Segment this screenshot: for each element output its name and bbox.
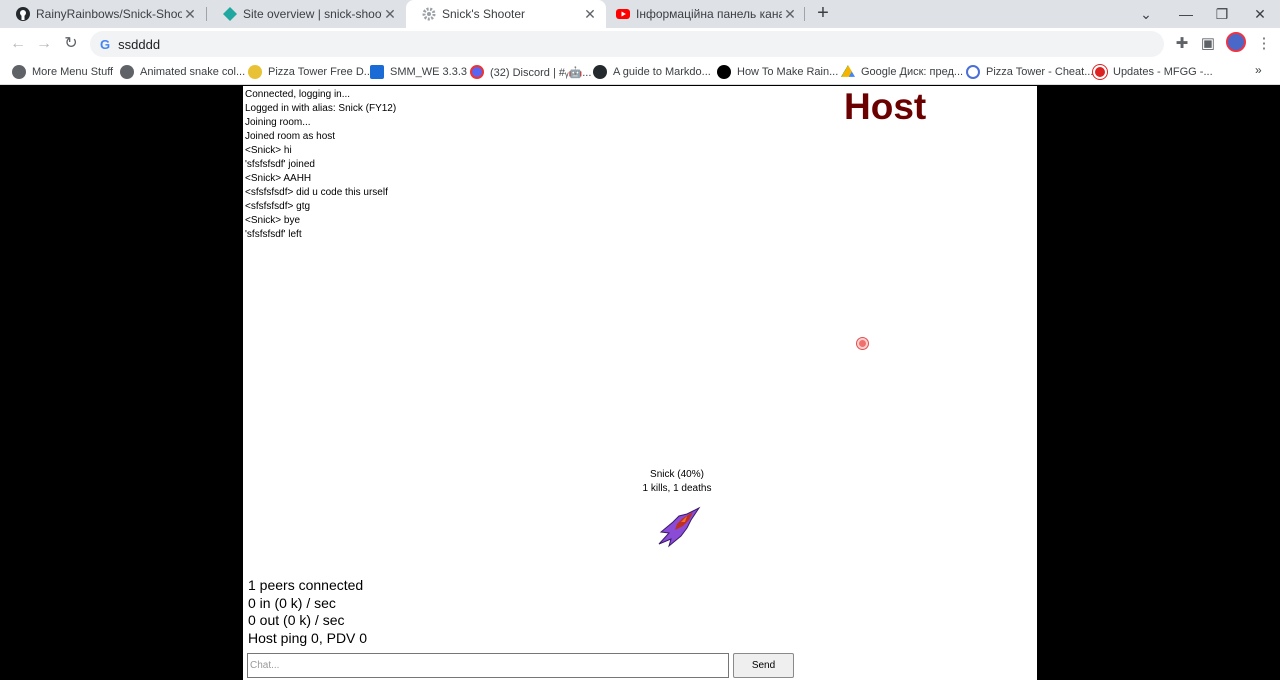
- bookmark-label: Google Диск: пред...: [861, 66, 964, 78]
- new-tab-button[interactable]: +: [817, 2, 829, 24]
- bookmark-item[interactable]: How To Make Rain...: [717, 63, 838, 81]
- stat-line: 1 peers connected: [248, 577, 364, 593]
- bookmark-item[interactable]: More Menu Stuff: [12, 63, 113, 81]
- log-line: Connected, logging in...: [245, 89, 351, 100]
- log-line: 'sfsfsfsdf' joined: [245, 159, 315, 170]
- mushroom-icon: [1093, 65, 1107, 79]
- log-line: Logged in with alias: Snick (FY12): [245, 103, 397, 114]
- bookmark-label: Pizza Tower Free D...: [268, 66, 373, 78]
- player-ship: [658, 506, 701, 548]
- tab-title: RainyRainbows/Snick-Shooter: [36, 7, 182, 21]
- tab-separator: [804, 7, 805, 21]
- log-line: <sfsfsfsdf> did u code this urself: [245, 187, 388, 198]
- play-circle-icon: [966, 65, 980, 79]
- log-line: <sfsfsfsdf> gtg: [245, 201, 311, 212]
- stat-line: Host ping 0, PDV 0: [248, 630, 368, 647]
- bookmark-label: How To Make Rain...: [737, 66, 839, 78]
- event-log: Connected, logging in... Logged in with a…: [245, 88, 396, 242]
- bookmark-label: Updates - MFGG -...: [1113, 66, 1213, 78]
- bookmark-label: SMM_WE 3.3.3: [390, 66, 468, 78]
- discord-icon: [470, 65, 484, 79]
- bookmark-item[interactable]: SMM_WE 3.3.3: [370, 63, 467, 81]
- enemy-dot: [857, 338, 868, 349]
- side-panel-icon[interactable]: ▣: [1200, 35, 1216, 52]
- minimize-icon[interactable]: —: [1179, 6, 1193, 22]
- tab-search-chevron-icon[interactable]: ⌄: [1140, 5, 1152, 22]
- globe-icon: [12, 65, 26, 79]
- chat-input[interactable]: [247, 653, 729, 678]
- log-line: Joined room as host: [245, 131, 336, 142]
- bookmark-item[interactable]: Pizza Tower Free D...: [248, 63, 373, 81]
- google-drive-icon: [841, 65, 855, 77]
- extensions-puzzle-icon[interactable]: ✚: [1175, 35, 1189, 52]
- send-button[interactable]: Send: [733, 653, 794, 678]
- netlify-icon: [223, 7, 237, 21]
- pizza-face-icon: [248, 65, 262, 79]
- log-line: <Snick> bye: [245, 215, 301, 226]
- tab-separator: [206, 7, 207, 21]
- bookmark-item[interactable]: Updates - MFGG -...: [1093, 63, 1213, 81]
- profile-avatar[interactable]: [1226, 32, 1246, 52]
- back-arrow-icon[interactable]: ←: [10, 35, 26, 52]
- bookmark-label: A guide to Markdo...: [613, 66, 711, 78]
- bookmarks-bar: More Menu Stuff Animated snake col... Pi…: [0, 60, 1280, 85]
- log-line: <Snick> AAHH: [245, 173, 312, 184]
- google-icon: G: [100, 36, 111, 52]
- stat-line: 0 in (0 k) / sec: [248, 594, 336, 611]
- close-icon[interactable]: ✕: [184, 6, 196, 22]
- tab-snicks-shooter[interactable]: Snick's Shooter ✕: [406, 0, 606, 28]
- github-icon: [16, 7, 30, 21]
- close-window-icon[interactable]: ✕: [1254, 5, 1266, 22]
- globe-icon: [120, 65, 134, 79]
- tab-title: Snick's Shooter: [442, 7, 525, 21]
- tab-youtube[interactable]: Інформаційна панель каналу - Yo ✕: [600, 0, 806, 28]
- tab-strip: RainyRainbows/Snick-Shooter ✕ Site overv…: [0, 0, 1280, 28]
- player-score: 1 kills, 1 deaths: [642, 483, 712, 494]
- close-icon[interactable]: ✕: [784, 6, 796, 22]
- address-text: ssdddd: [118, 36, 161, 52]
- close-icon[interactable]: ✕: [384, 6, 396, 22]
- bookmark-label: (32) Discord | #ᵧ🤖...: [490, 66, 592, 79]
- reload-icon[interactable]: ↻: [64, 35, 78, 52]
- t-logo-icon: [717, 65, 731, 79]
- smm-icon: [370, 65, 384, 79]
- gear-icon: [422, 7, 436, 21]
- close-icon[interactable]: ✕: [584, 6, 596, 22]
- youtube-icon: [616, 7, 630, 21]
- bookmark-label: Animated snake col...: [140, 66, 246, 78]
- address-bar[interactable]: G ssdddd: [90, 31, 1164, 57]
- bookmark-label: Pizza Tower - Cheat...: [986, 66, 1094, 78]
- bookmark-item[interactable]: (32) Discord | #ᵧ🤖...: [470, 63, 591, 81]
- more-bookmarks-chevron-icon[interactable]: »: [1255, 63, 1262, 77]
- tab-title: Site overview | snick-shooter: [243, 7, 382, 21]
- player-name: Snick (40%): [650, 469, 704, 480]
- log-line: 'sfsfsfsdf' left: [245, 229, 302, 240]
- bookmark-label: More Menu Stuff: [32, 66, 114, 78]
- restore-icon[interactable]: ❐: [1215, 5, 1229, 22]
- menu-kebab-icon[interactable]: ⋮: [1256, 35, 1272, 52]
- stat-line: 0 out (0 k) / sec: [248, 612, 345, 629]
- bookmark-item[interactable]: Animated snake col...: [120, 63, 245, 81]
- browser-toolbar: ← → ↻ G ssdddd ✚ ▣ ⋮: [0, 28, 1280, 60]
- bookmark-item[interactable]: Pizza Tower - Cheat...: [966, 63, 1093, 81]
- game-page: Connected, logging in... Logged in with a…: [243, 86, 1037, 680]
- role-heading: Host: [844, 86, 927, 127]
- tab-github[interactable]: RainyRainbows/Snick-Shooter ✕: [0, 0, 206, 28]
- tab-title: Інформаційна панель каналу - Yo: [636, 7, 782, 21]
- bookmark-item[interactable]: A guide to Markdo...: [593, 63, 711, 81]
- tab-netlify[interactable]: Site overview | snick-shooter ✕: [207, 0, 406, 28]
- forward-arrow-icon[interactable]: →: [36, 35, 52, 52]
- github-icon: [593, 65, 607, 79]
- bookmark-item[interactable]: Google Диск: пред...: [841, 63, 963, 81]
- player-label: Snick (40%) 1 kills, 1 deaths: [613, 468, 741, 496]
- log-line: <Snick> hi: [245, 145, 292, 156]
- log-line: Joining room...: [245, 117, 311, 128]
